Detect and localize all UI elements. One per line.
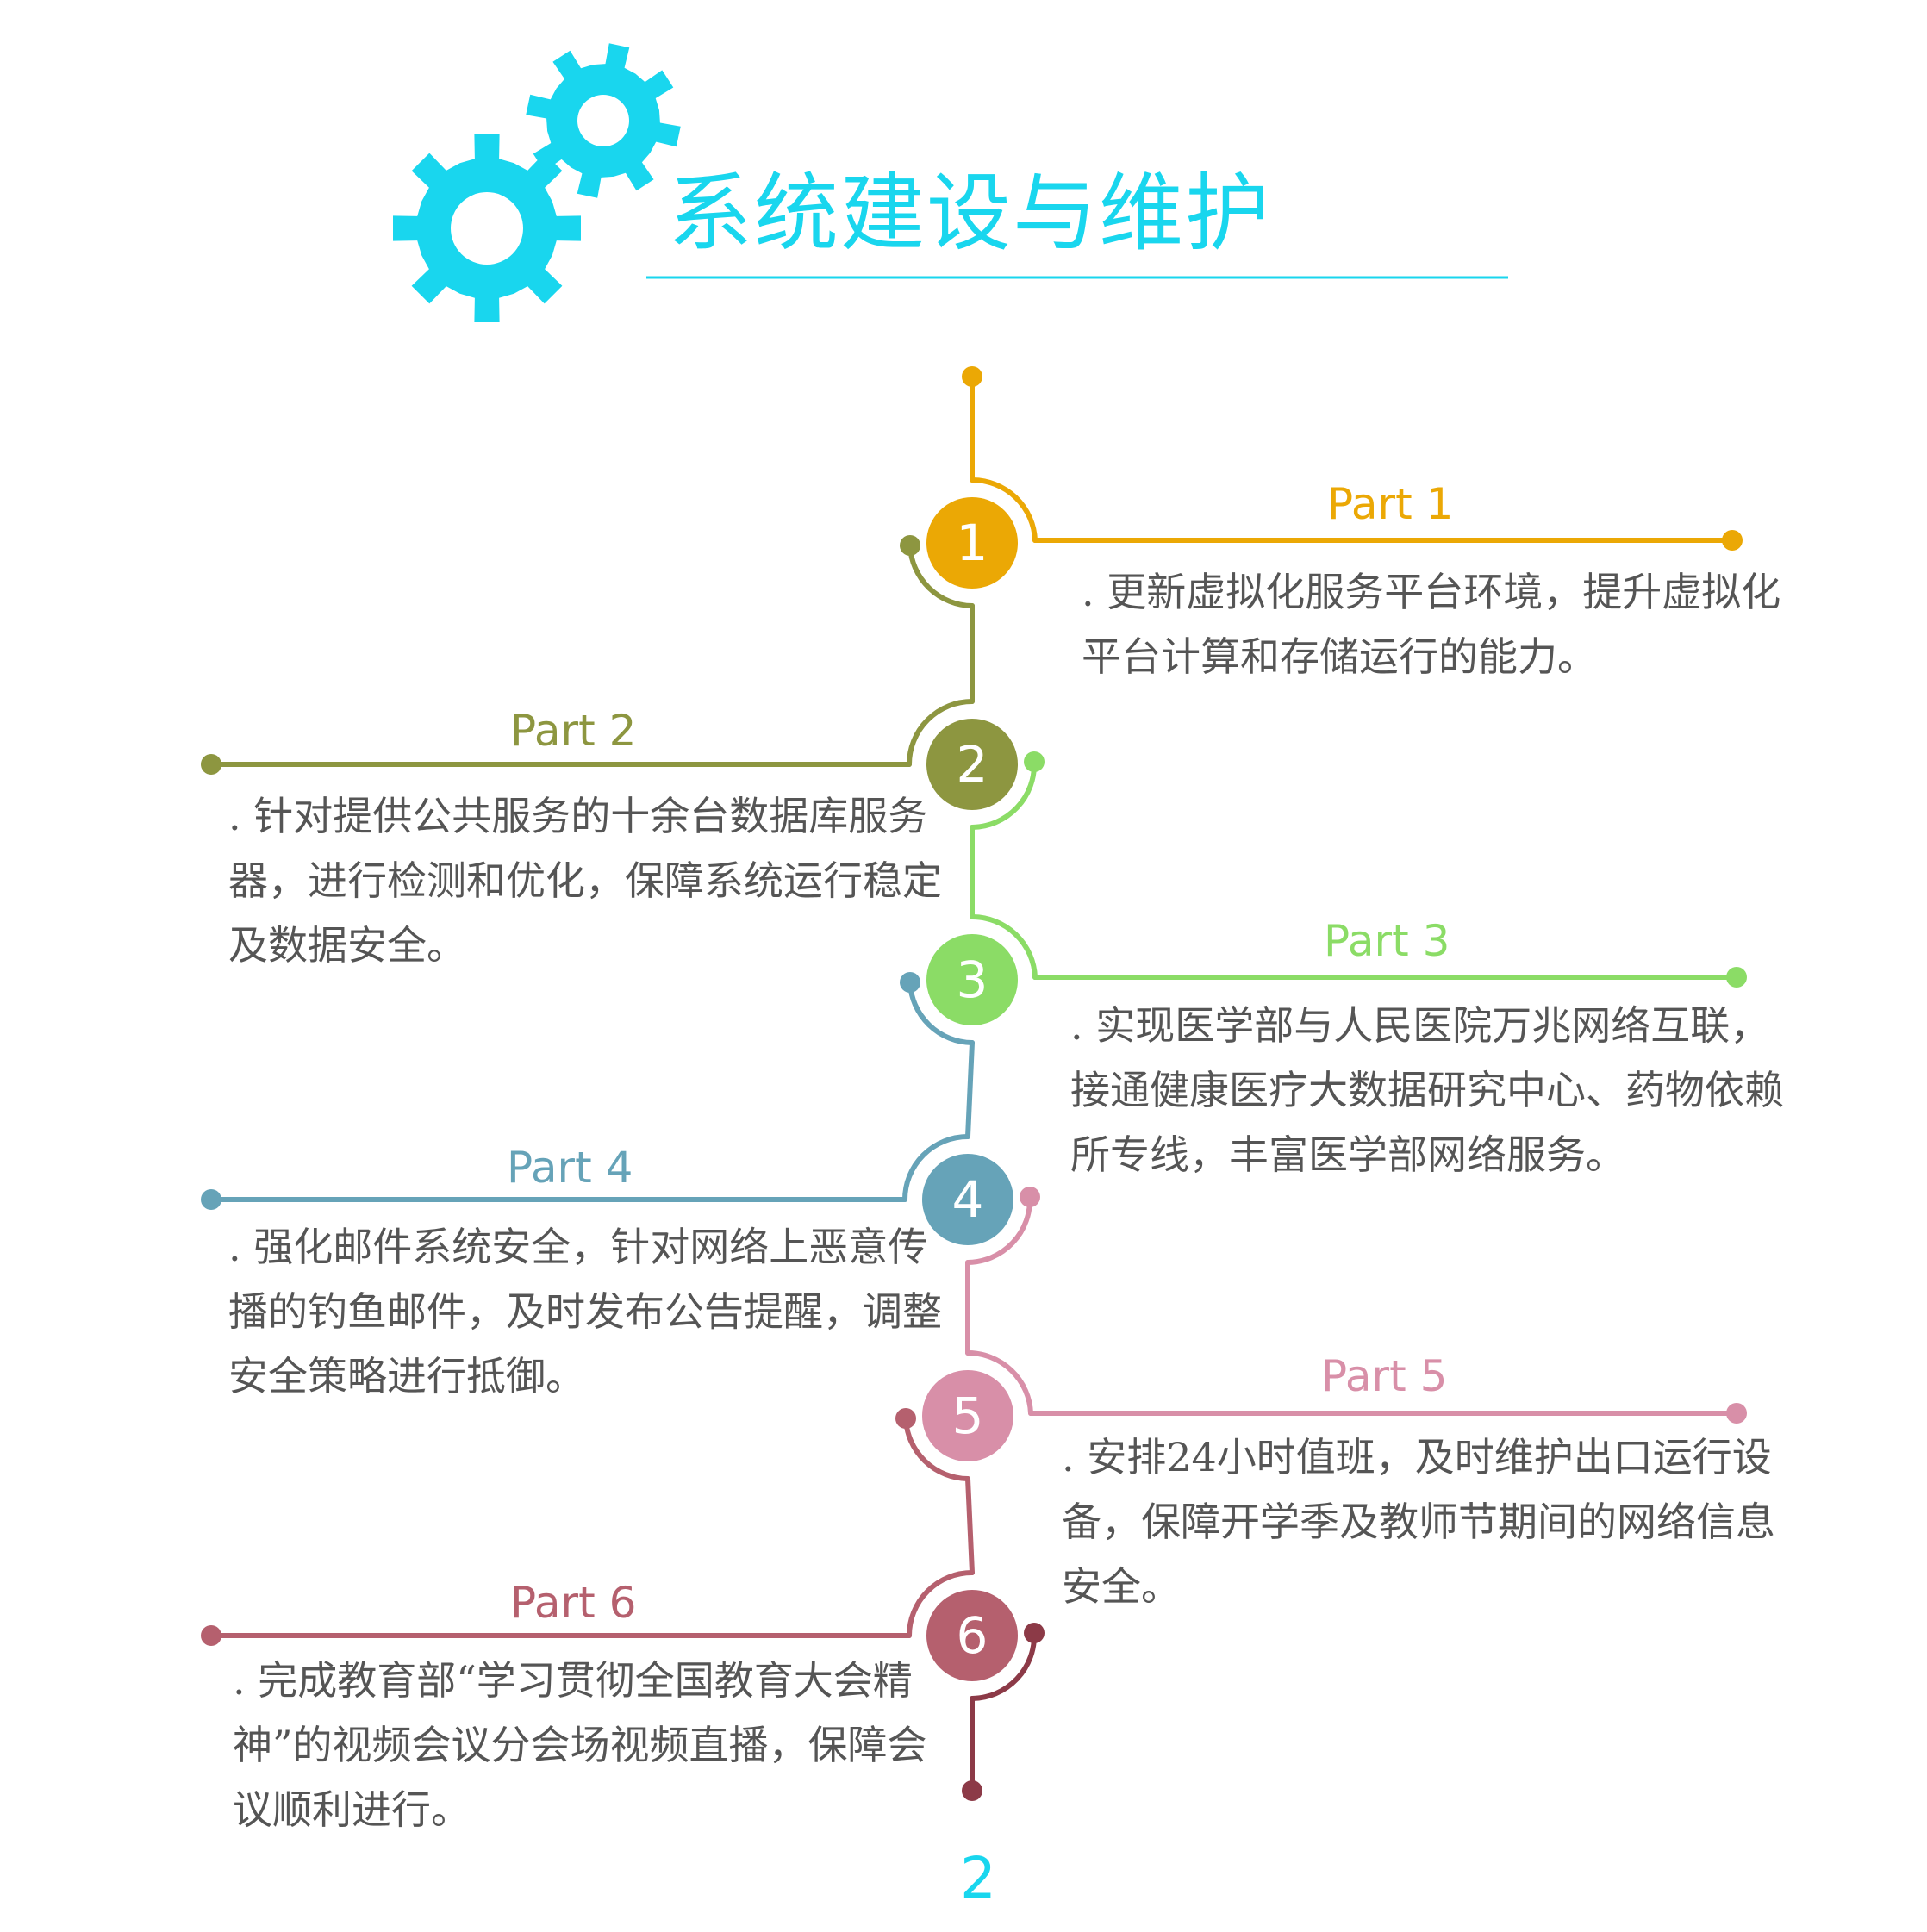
part-description: . 安排24小时值班，及时维护出口运行设备，保障开学季及教师节期间的网络信息安全… bbox=[1062, 1434, 1775, 1610]
part-text-6: . 完成教育部“学习贯彻全国教育大会精神”的视频会议分会场视频直播，保障会议顺利… bbox=[233, 1648, 948, 1842]
hook-dot bbox=[1024, 1623, 1045, 1643]
connector-arc bbox=[965, 1194, 1033, 1265]
connector-arc bbox=[965, 1349, 1033, 1416]
connector-arc bbox=[970, 759, 1038, 830]
step-number-circle bbox=[926, 719, 1018, 810]
timeline-stem bbox=[965, 1476, 975, 1575]
part-text-1: . 更新虚拟化服务平台环境，提升虚拟化平台计算和存储运行的能力。 bbox=[1082, 560, 1788, 689]
connector-arc bbox=[970, 1630, 1038, 1701]
timeline-stem bbox=[965, 1040, 975, 1139]
page-title: 系统建设与维护 bbox=[668, 165, 1272, 263]
part-description: . 完成教育部“学习贯彻全国教育大会精神”的视频会议分会场视频直播，保障会议顺利… bbox=[233, 1657, 927, 1833]
connector-arc bbox=[970, 913, 1038, 980]
part-description: . 强化邮件系统安全，针对网络上恶意传播的钓鱼邮件，及时发布公告提醒，调整安全策… bbox=[228, 1224, 942, 1399]
page-number: 2 bbox=[960, 1845, 996, 1911]
step-number: 5 bbox=[952, 1387, 984, 1445]
gear-hole bbox=[451, 192, 523, 265]
part-text-5: . 安排24小时值班，及时维护出口运行设备，保障开学季及教师节期间的网络信息安全… bbox=[1062, 1425, 1803, 1619]
branch-dot bbox=[1726, 1403, 1747, 1424]
part-text-3: . 实现医学部与人民医院万兆网络互联，接通健康医疗大数据研究中心、药物依赖所专线… bbox=[1070, 994, 1794, 1187]
hook-dot bbox=[900, 972, 920, 993]
part-label-5: Part 5 bbox=[1321, 1351, 1448, 1401]
branch-dot bbox=[201, 1189, 221, 1210]
step-number-circle bbox=[926, 1590, 1018, 1681]
hook-dot bbox=[900, 535, 920, 556]
step-number: 1 bbox=[957, 514, 988, 572]
hook-dot bbox=[895, 1408, 916, 1429]
part-label-6: Part 6 bbox=[510, 1578, 637, 1628]
step-number-circle bbox=[922, 1370, 1013, 1461]
connector-arc bbox=[907, 543, 975, 608]
gear-hole bbox=[577, 95, 629, 146]
connector-arc bbox=[907, 699, 975, 767]
branch-dot bbox=[201, 754, 221, 775]
part-description: . 更新虚拟化服务平台环境，提升虚拟化平台计算和存储运行的能力。 bbox=[1082, 569, 1781, 680]
step-number: 6 bbox=[957, 1606, 988, 1665]
connector-arc bbox=[907, 980, 975, 1045]
hook-dot bbox=[1020, 1187, 1040, 1207]
connector-arc bbox=[902, 1134, 970, 1202]
step-number: 4 bbox=[952, 1170, 984, 1229]
part-label-3: Part 3 bbox=[1324, 916, 1450, 966]
branch-dot bbox=[1722, 530, 1743, 551]
part-label-2: Part 2 bbox=[510, 706, 637, 756]
step-number: 3 bbox=[957, 950, 988, 1009]
timeline-dot bbox=[962, 1780, 982, 1801]
branch-dot bbox=[201, 1625, 221, 1646]
part-label-1: Part 1 bbox=[1327, 479, 1454, 529]
part-description: . 实现医学部与人民医院万兆网络互联，接通健康医疗大数据研究中心、药物依赖所专线… bbox=[1070, 1002, 1784, 1178]
connector-arc bbox=[970, 477, 1038, 543]
step-number-circle bbox=[922, 1154, 1013, 1245]
part-label-4: Part 4 bbox=[507, 1143, 633, 1193]
part-text-2: . 针对提供公共服务的十余台数据库服务器，进行检测和优化，保障系统运行稳定及数据… bbox=[228, 784, 952, 978]
connector-arc bbox=[907, 1570, 975, 1638]
hook-dot bbox=[1024, 751, 1045, 772]
part-description: . 针对提供公共服务的十余台数据库服务器，进行检测和优化，保障系统运行稳定及数据… bbox=[228, 793, 942, 969]
step-number: 2 bbox=[957, 735, 988, 794]
step-number-circle bbox=[926, 497, 1018, 589]
timeline-dot bbox=[962, 366, 982, 387]
part-text-4: . 强化邮件系统安全，针对网络上恶意传播的钓鱼邮件，及时发布公告提醒，调整安全策… bbox=[228, 1215, 952, 1409]
branch-dot bbox=[1726, 967, 1747, 988]
step-number-circle bbox=[926, 934, 1018, 1025]
connector-arc bbox=[903, 1416, 970, 1481]
